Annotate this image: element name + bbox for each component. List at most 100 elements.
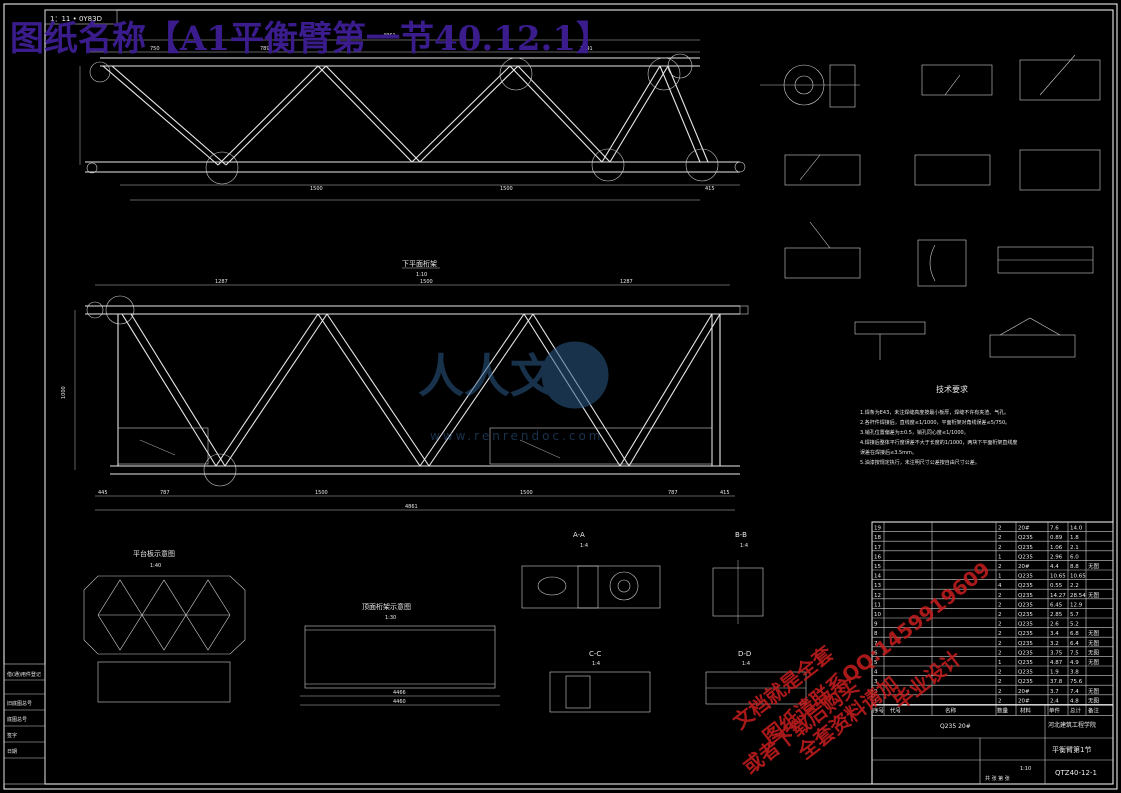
bom-cell-unit-weight: 3.7 bbox=[1050, 689, 1059, 695]
bom-cell-qty: 2 bbox=[998, 641, 1002, 647]
bom-cell-total-weight: 1.8 bbox=[1070, 535, 1079, 541]
bom-cell-unit-weight: 37.8 bbox=[1050, 679, 1063, 685]
bom-cell-qty: 2 bbox=[998, 622, 1002, 628]
view-scale: 1:30 bbox=[385, 615, 396, 621]
dim-text: 4460 bbox=[393, 699, 406, 705]
tag-top-left: 1：11 • 0Y83D bbox=[50, 15, 102, 23]
tech-line: 误差在焊接后≤3.5mm。 bbox=[860, 449, 917, 456]
sidebar-label: 底图总号 bbox=[7, 716, 27, 723]
bom-cell-no: 3 bbox=[874, 679, 878, 685]
bom-cell-no: 13 bbox=[874, 583, 881, 589]
bom-cell-material: Q235 bbox=[1018, 574, 1033, 580]
bom-cell-qty: 4 bbox=[998, 583, 1002, 589]
bom-cell-total-weight: 2.1 bbox=[1070, 545, 1079, 551]
dim-text: 750 bbox=[150, 46, 160, 52]
bom-cell-no: 2 bbox=[874, 689, 878, 695]
bom-cell-material: Q235 bbox=[1018, 622, 1033, 628]
tech-line: 1.焊条为E43，未注焊缝高度按最小板厚，焊缝不许有夹渣、气孔。 bbox=[860, 409, 1009, 416]
view-scale: 1:40 bbox=[150, 563, 161, 569]
bom-cell-material: 20# bbox=[1018, 698, 1030, 704]
bom-cell-material: 20# bbox=[1018, 689, 1030, 695]
bom-cell-note: 无图 bbox=[1088, 591, 1100, 599]
bom-cell-qty: 1 bbox=[998, 554, 1002, 560]
bom-cell-qty: 2 bbox=[998, 689, 1002, 695]
bom-cell-no: 18 bbox=[874, 535, 881, 541]
bom-cell-qty: 2 bbox=[998, 602, 1002, 608]
bom-header-cell: 备注 bbox=[1088, 706, 1100, 714]
dim-text: 1291 bbox=[580, 46, 593, 52]
bom-cell-qty: 1 bbox=[998, 574, 1002, 580]
dim-text: 4861 bbox=[383, 33, 396, 39]
dim-text: 415 bbox=[720, 490, 730, 496]
bom-cell-qty: 2 bbox=[998, 670, 1002, 676]
bom-header-cell: 序号 bbox=[873, 706, 885, 714]
dim-text: 1500 bbox=[315, 490, 328, 496]
bom-cell-note: 无图 bbox=[1088, 648, 1100, 656]
sidebar-label: 签字 bbox=[7, 732, 17, 739]
bom-cell-material: Q235 bbox=[1018, 554, 1033, 560]
bom-cell-total-weight: 5.2 bbox=[1070, 622, 1079, 628]
dim-text: 445 bbox=[98, 490, 108, 496]
bom-cell-unit-weight: 4.87 bbox=[1050, 660, 1063, 666]
bom-cell-total-weight: 12.9 bbox=[1070, 602, 1083, 608]
section-aa: A-A 1:4 bbox=[521, 531, 661, 609]
tech-line: 3.销孔位置偏差为±0.5，销孔同心度≤1/1000。 bbox=[860, 429, 969, 436]
bom-cell-total-weight: 7.5 bbox=[1070, 650, 1079, 656]
bom-cell-unit-weight: 6.45 bbox=[1050, 602, 1063, 608]
section-scale: 1:4 bbox=[580, 543, 588, 549]
bom-cell-unit-weight: 1.06 bbox=[1050, 545, 1063, 551]
bom-cell-material: 20# bbox=[1018, 526, 1030, 532]
detail-views bbox=[760, 54, 1101, 360]
bom-cell-note: 无图 bbox=[1088, 687, 1100, 695]
bom-cell-qty: 2 bbox=[998, 631, 1002, 637]
company-name: 河北建筑工程学院 bbox=[1048, 721, 1096, 729]
bom-cell-material: Q235 bbox=[1018, 679, 1033, 685]
outer-border bbox=[3, 3, 1118, 790]
bom-cell-no: 16 bbox=[874, 554, 881, 560]
bom-header-cell: 单件 bbox=[1049, 706, 1061, 714]
plan-scale: 1:10 bbox=[416, 272, 427, 278]
bom-cell-no: 4 bbox=[874, 670, 878, 676]
bom-cell-note: 无图 bbox=[1088, 696, 1100, 704]
dim-text: 4861 bbox=[405, 504, 418, 510]
section-title: D-D bbox=[738, 650, 751, 658]
bom-cell-qty: 1 bbox=[998, 660, 1002, 666]
bom-cell-no: 5 bbox=[874, 660, 878, 666]
bom-cell-total-weight: 28.54 bbox=[1070, 593, 1086, 599]
bom-cell-qty: 2 bbox=[998, 650, 1002, 656]
bom-cell-no: 11 bbox=[874, 602, 881, 608]
bom-cell-total-weight: 10.65 bbox=[1070, 574, 1086, 580]
bom-cell-no: 6 bbox=[874, 650, 878, 656]
site-watermark: 人人文库 www.renrendoc.com bbox=[418, 341, 609, 443]
bom-cell-total-weight: 7.4 bbox=[1070, 689, 1079, 695]
dim-text: 1500 bbox=[500, 186, 513, 192]
bom-cell-qty: 2 bbox=[998, 612, 1002, 618]
view-title: 平台板示意图 bbox=[133, 549, 175, 558]
bom-cell-qty: 2 bbox=[998, 545, 1002, 551]
bom-cell-qty: 2 bbox=[998, 698, 1002, 704]
dim-text: 1500 bbox=[310, 186, 323, 192]
bom-cell-material: Q235 bbox=[1018, 650, 1033, 656]
bom-cell-no: 15 bbox=[874, 564, 881, 570]
section-cc: C-C 1:4 bbox=[549, 650, 651, 713]
bom-cell-unit-weight: 14.27 bbox=[1050, 593, 1066, 599]
bom-cell-note: 无图 bbox=[1088, 658, 1100, 666]
bom-cell-total-weight: 6.8 bbox=[1070, 631, 1079, 637]
dim-text: 787 bbox=[160, 490, 170, 496]
truss-elevation-view: 4861 750 789 1291 1500 1500 415 bbox=[79, 33, 746, 201]
watermark-logo: 人人文库 bbox=[418, 349, 602, 403]
bom-cell-material: Q235 bbox=[1018, 670, 1033, 676]
plan-title: 下平面桁架 bbox=[402, 259, 437, 268]
bom-cell-no: 8 bbox=[874, 631, 878, 637]
sidebar-label: 旧底图总号 bbox=[7, 700, 32, 707]
top-truss-sketch: 顶面桁架示意图 1:30 4466 4460 bbox=[300, 602, 500, 706]
tech-line: 2.各杆件焊接后，直线度≤1/1000，平面桁架对角线误差≤5/750。 bbox=[860, 419, 1010, 426]
truss-plan-view: 下平面桁架 1:10 1287 1500 1287 10 bbox=[61, 259, 749, 511]
bom-cell-unit-weight: 0.55 bbox=[1050, 583, 1063, 589]
left-sidebar: 借(通)用件登记 旧底图总号 底图总号 签字 日期 bbox=[3, 663, 46, 785]
bom-cell-total-weight: 75.6 bbox=[1070, 679, 1083, 685]
bom-cell-material: Q235 bbox=[1018, 612, 1033, 618]
bom-cell-note: 无图 bbox=[1088, 562, 1100, 570]
